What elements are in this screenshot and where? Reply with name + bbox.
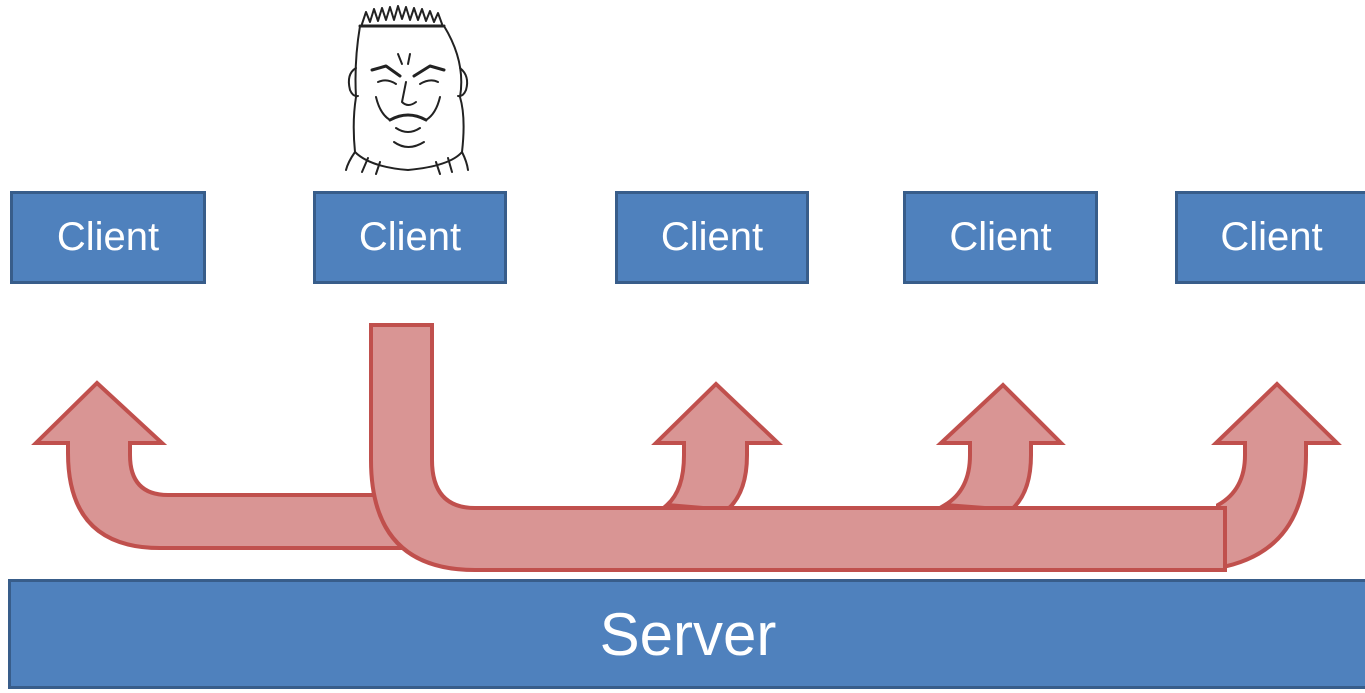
client-box-3: Client — [615, 191, 809, 284]
arrow-to-client-3 — [651, 381, 784, 513]
arrow-to-client-5 — [1211, 381, 1342, 571]
arrow-main-trunk — [369, 323, 1227, 572]
grumpy-man-sketch-icon — [345, 5, 469, 175]
client-box-2: Client — [313, 191, 507, 284]
arrow-to-client-1 — [31, 380, 402, 550]
arrow-to-client-4 — [935, 382, 1066, 513]
server-box: Server — [8, 579, 1365, 689]
client-box-1: Client — [10, 191, 206, 284]
client-box-5: Client — [1175, 191, 1365, 284]
client-box-4: Client — [903, 191, 1098, 284]
